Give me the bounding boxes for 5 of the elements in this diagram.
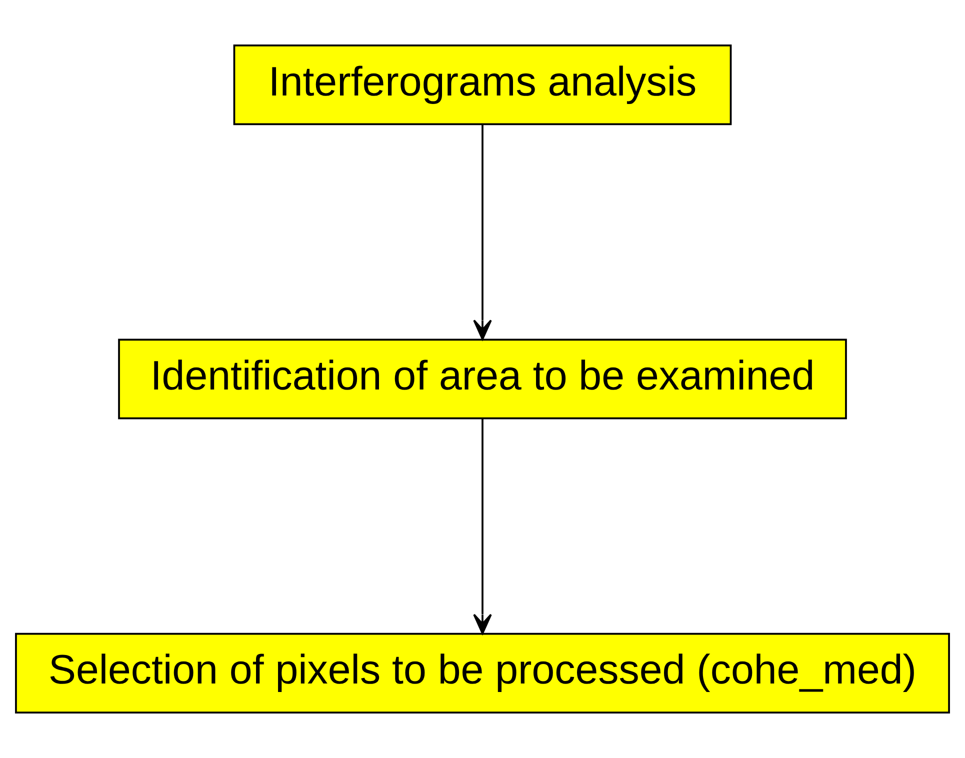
arrow [473, 418, 492, 634]
arrow [473, 124, 492, 340]
node-box: Interferograms analysis [233, 44, 732, 126]
node-box: Selection of pixels to be processed (cohe_med) [15, 632, 950, 714]
node-box: Identification of area to be examined [118, 338, 847, 420]
